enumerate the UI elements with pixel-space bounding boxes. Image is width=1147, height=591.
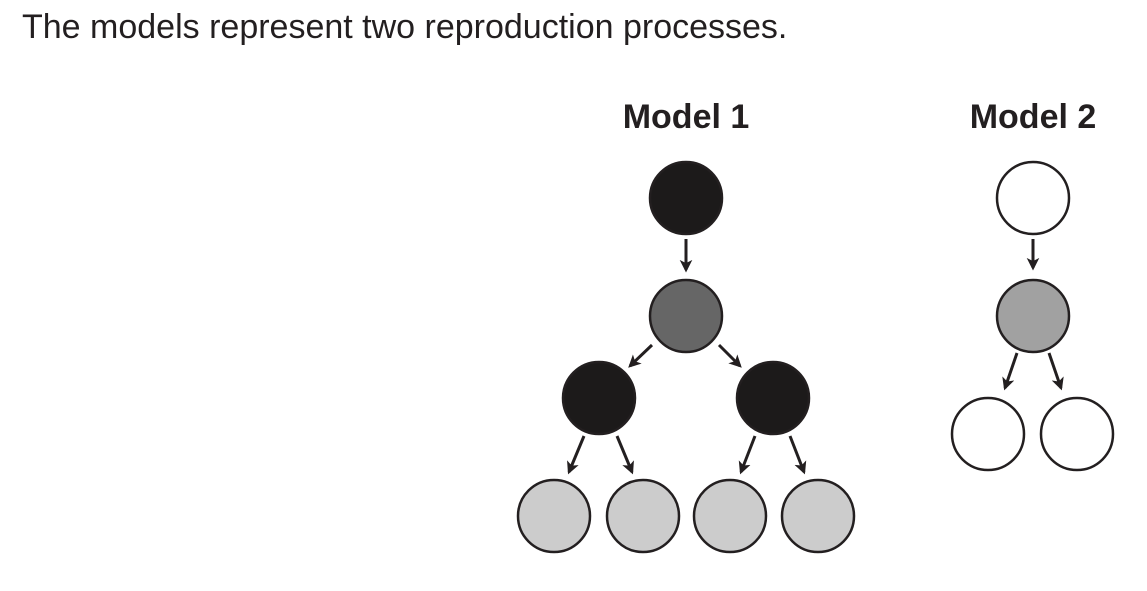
model-2-gen2-cell	[995, 278, 1071, 354]
model-2-title: Model 2	[970, 98, 1097, 136]
model-1-arrow-gen2-to-right-cell	[717, 343, 742, 368]
model-1-gen3-cell-left	[561, 360, 637, 436]
model-1-gen1-cell	[648, 160, 724, 236]
model-1-gen4-cell-1	[516, 478, 592, 554]
question-prompt: The models represent two reproduction pr…	[22, 8, 788, 46]
model-1-arrow-left-cell-to-offspring-2	[615, 435, 634, 475]
model-1-arrow-left-cell-to-offspring-1	[567, 435, 586, 475]
model-2-arrow-gen2-to-offspring-1	[1002, 352, 1019, 391]
model-1-gen3-cell-right	[735, 360, 811, 436]
model-1-arrow-gen2-to-left-cell	[628, 343, 654, 368]
model-2-gen1-cell	[995, 160, 1071, 236]
model-1-gen4-cell-3	[692, 478, 768, 554]
model-1: Model 1	[516, 98, 856, 554]
model-2-gen3-cell-right	[1039, 396, 1115, 472]
model-2: Model 2	[950, 98, 1115, 472]
model-1-arrow-right-cell-to-offspring-4	[788, 435, 807, 475]
model-1-arrow-right-cell-to-offspring-3	[738, 435, 757, 475]
model-2-arrow-gen2-to-offspring-2	[1047, 352, 1064, 391]
model-1-gen4-cell-4	[780, 478, 856, 554]
model-2-gen3-cell-left	[950, 396, 1026, 472]
model-1-gen4-cell-2	[605, 478, 681, 554]
model-1-title: Model 1	[623, 98, 750, 136]
model-1-gen2-cell	[648, 278, 724, 354]
